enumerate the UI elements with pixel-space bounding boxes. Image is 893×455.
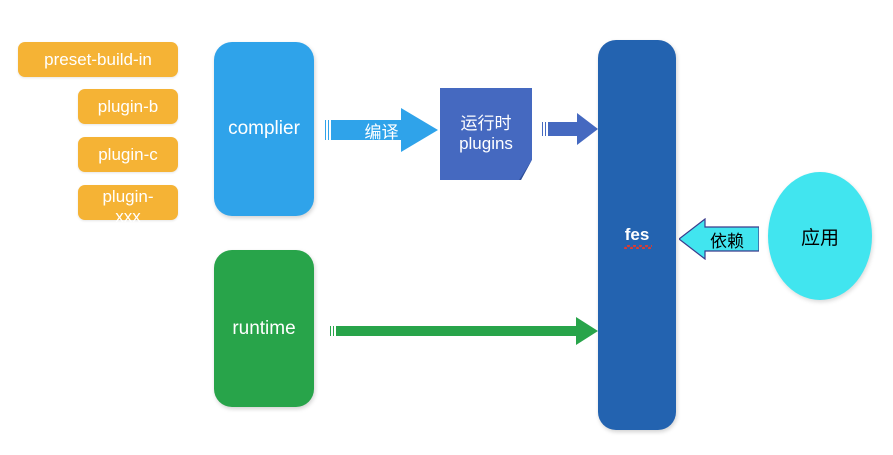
- plugin-chip-label: plugin-b: [97, 96, 159, 116]
- arrow-compile-tail-stripes: [325, 108, 332, 152]
- arrow-compile[interactable]: 编译: [325, 108, 438, 152]
- plugin-chip-label: plugin-c: [98, 144, 158, 164]
- arrow-runtime-to-fes[interactable]: [330, 315, 598, 347]
- plugin-chip-preset-build-in[interactable]: preset-build-in: [18, 42, 178, 77]
- plugin-chip-plugin-c[interactable]: plugin-c: [78, 137, 178, 172]
- node-runtime[interactable]: runtime: [214, 250, 314, 407]
- node-app[interactable]: 应用: [768, 172, 872, 300]
- node-runtime-plugins[interactable]: 运行时 plugins: [440, 88, 532, 180]
- plugin-chip-label-line1: plugin-: [102, 187, 154, 206]
- plugin-chip-label: preset-build-in: [44, 49, 152, 69]
- arrow-dependency-shape: [679, 218, 759, 260]
- arrow-runtime-to-fes-tail-stripes: [330, 315, 337, 347]
- node-runtime-plugins-line1: 运行时: [460, 114, 512, 134]
- node-app-label: 应用: [800, 227, 839, 249]
- arrow-plugins-to-fes[interactable]: [542, 113, 598, 145]
- arrow-dependency[interactable]: 依赖: [679, 218, 759, 260]
- arrow-plugins-to-fes-tail-stripes: [542, 113, 549, 145]
- node-fes-label-wrap: fes: [623, 225, 653, 249]
- plugin-chip-plugin-b[interactable]: plugin-b: [78, 89, 178, 124]
- node-complier-label: complier: [228, 118, 300, 140]
- arrow-runtime-to-fes-shape: [330, 317, 598, 345]
- node-runtime-label: runtime: [232, 317, 296, 339]
- arrow-plugins-to-fes-shape: [542, 113, 598, 145]
- node-fes[interactable]: fes: [598, 40, 676, 430]
- document-fold-corner: [519, 160, 532, 180]
- plugin-chip-label-line2: xxx: [115, 206, 141, 226]
- node-fes-label: fes: [624, 225, 650, 245]
- arrow-compile-label: 编译: [364, 122, 399, 142]
- spellcheck-underline: [623, 244, 653, 249]
- plugin-chip-plugin-xxx[interactable]: plugin- xxx: [78, 185, 178, 226]
- node-complier[interactable]: complier: [214, 42, 314, 216]
- node-runtime-plugins-line2: plugins: [459, 134, 513, 153]
- arrow-compile-shape: [325, 108, 438, 152]
- arrow-dependency-label: 依赖: [710, 231, 744, 251]
